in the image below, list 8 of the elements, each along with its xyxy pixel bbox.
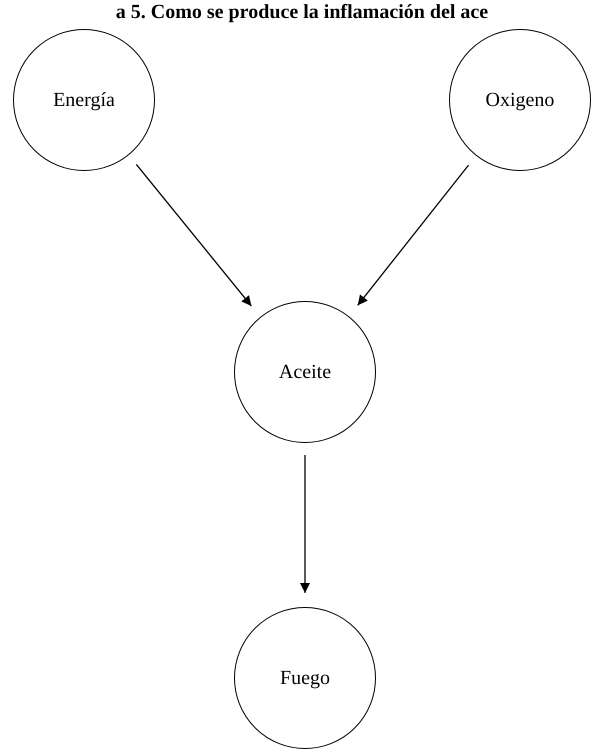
arrow (300, 455, 310, 593)
diagram-title: a 5. Como se produce la inflamación del ace (114, 0, 490, 24)
node-label: Aceite (278, 360, 332, 385)
node-label: Energía (53, 88, 115, 113)
node-label: Fuego (280, 666, 330, 691)
arrow (357, 164, 470, 306)
arrow (136, 164, 252, 306)
node-label: Oxigeno (486, 88, 554, 113)
